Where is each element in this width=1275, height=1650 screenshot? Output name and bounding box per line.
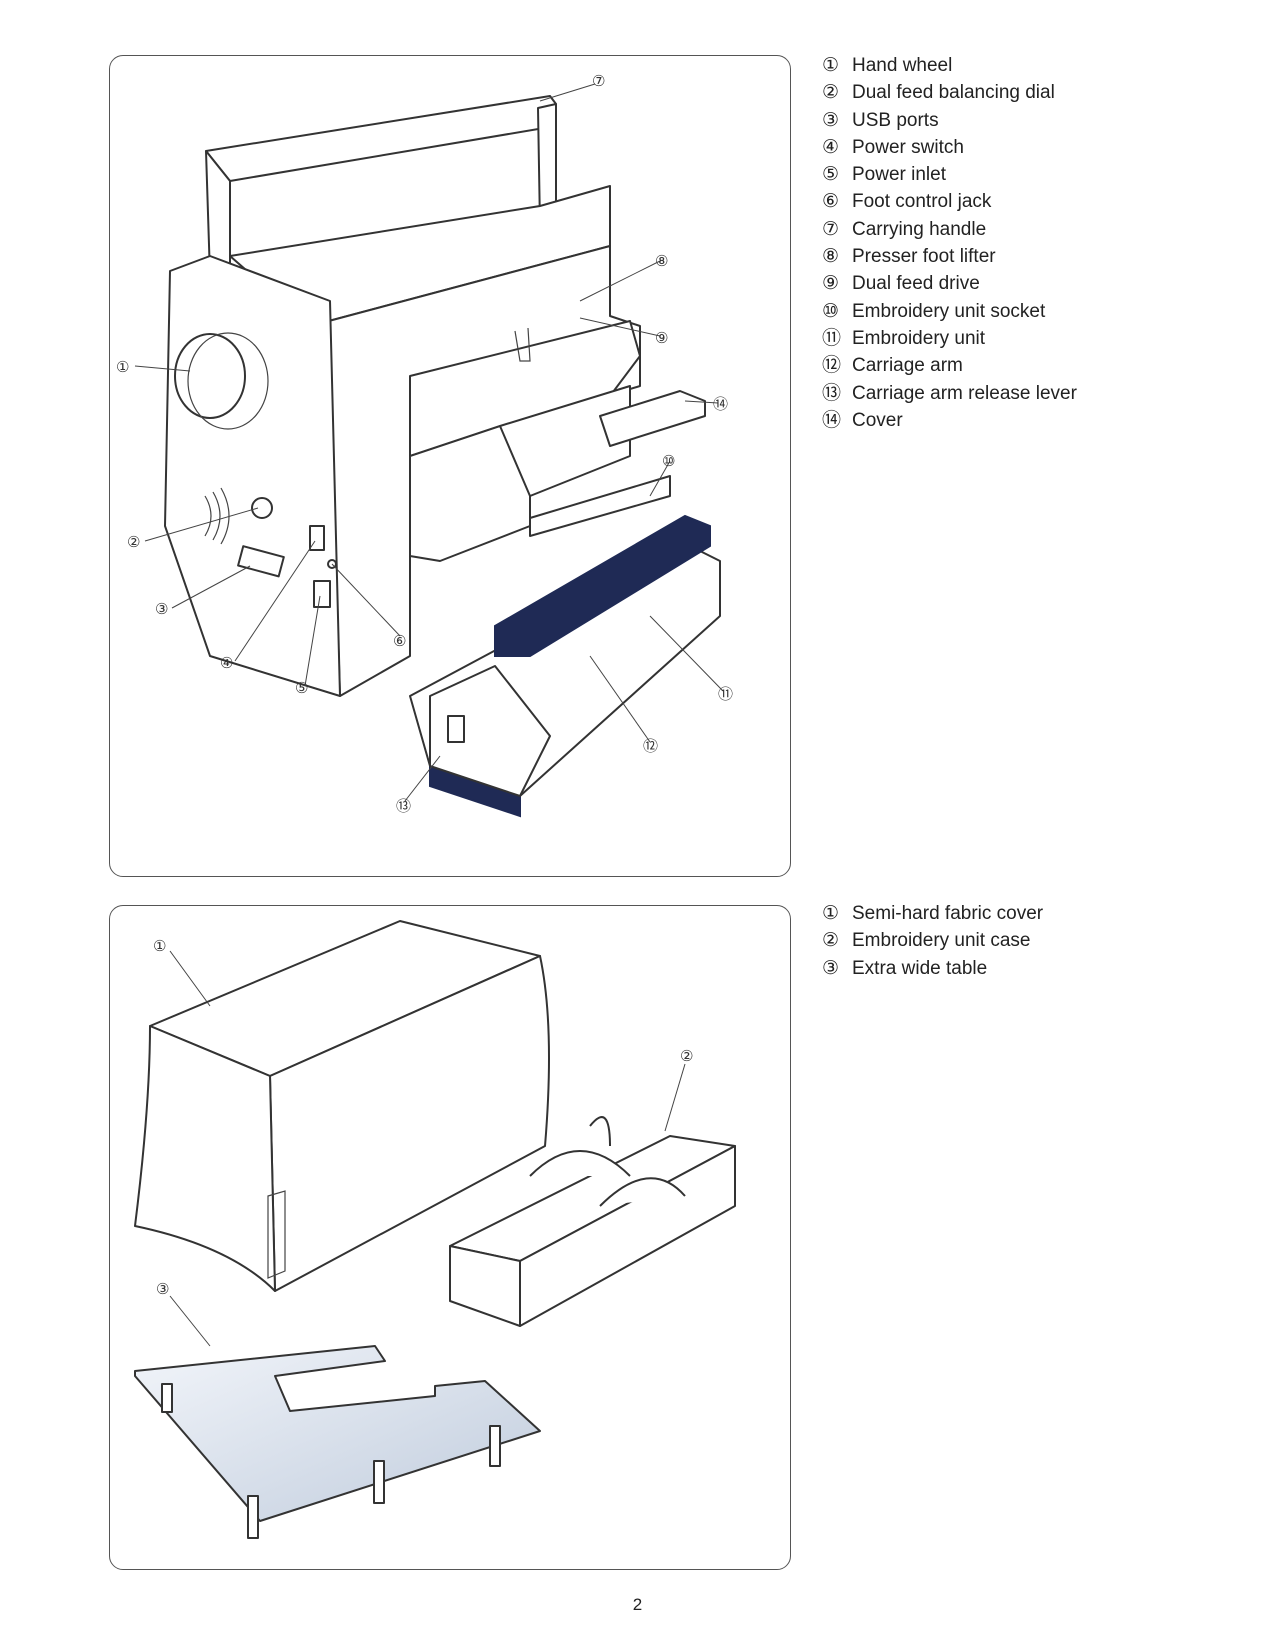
extra-wide-table	[134, 1345, 541, 1522]
callout-6: ⑥	[393, 632, 406, 650]
callout-7: ⑦	[592, 72, 605, 90]
callout-11: ⑪	[718, 685, 733, 703]
sewing-machine-illustration: ① ② ③ ④ ⑤ ⑥ ⑦ ⑧ ⑨ ⑩ ⑪ ⑫ ⑬ ⑭	[116, 72, 733, 818]
callout-numbers: ① ② ③ ④ ⑤ ⑥ ⑦ ⑧ ⑨ ⑩ ⑪ ⑫ ⑬ ⑭	[116, 72, 733, 815]
callout-1: ①	[116, 358, 129, 376]
power-switch-shape	[309, 525, 325, 551]
hand-wheel-rim	[187, 332, 269, 430]
callout-2: ②	[127, 533, 140, 551]
accessories-illustration: ① ② ③	[134, 920, 736, 1539]
callout-5: ⑤	[295, 679, 308, 697]
case-strap	[529, 1116, 686, 1207]
callout-2: ②	[680, 1047, 693, 1065]
callout-9: ⑨	[655, 329, 668, 347]
callout-14: ⑭	[713, 395, 728, 413]
callout-3: ③	[156, 1280, 169, 1298]
power-inlet-shape	[313, 580, 331, 608]
callout-leaders	[169, 950, 686, 1347]
carriage-release-lever	[447, 715, 465, 743]
fabric-cover-side	[134, 1025, 276, 1292]
usb-port-panel	[237, 545, 285, 578]
callout-12: ⑫	[643, 737, 658, 755]
callout-leaders	[134, 83, 724, 802]
hand-wheel	[174, 333, 246, 419]
accessories-illustration-panel: ① ② ③	[109, 905, 791, 1570]
case-front	[449, 1245, 521, 1327]
callout-10: ⑩	[662, 452, 675, 470]
carrying-handle-shape	[205, 95, 557, 182]
balancing-dial	[251, 497, 273, 519]
page-number: 2	[632, 1595, 643, 1614]
callout-13: ⑬	[396, 797, 411, 815]
table-legs	[161, 1383, 501, 1539]
callout-numbers: ① ② ③	[153, 937, 693, 1298]
presser-foot	[514, 327, 531, 362]
embroidery-unit-front	[429, 665, 551, 797]
callout-1: ①	[153, 937, 166, 955]
machine-left-side	[164, 255, 341, 697]
fabric-cover-pocket	[267, 1190, 286, 1279]
cover-strip	[529, 475, 671, 537]
fabric-cover-front	[269, 955, 550, 1292]
callout-3: ③	[155, 600, 168, 618]
cover-shape	[599, 390, 706, 447]
embroidery-carriage-arm	[494, 514, 711, 657]
machine-illustration-panel: ① ② ③ ④ ⑤ ⑥ ⑦ ⑧ ⑨ ⑩ ⑪ ⑫ ⑬ ⑭	[109, 55, 791, 877]
free-arm-rail	[499, 385, 631, 497]
callout-8: ⑧	[655, 252, 668, 270]
sewing-bed	[409, 320, 641, 457]
callout-4: ④	[220, 654, 233, 672]
